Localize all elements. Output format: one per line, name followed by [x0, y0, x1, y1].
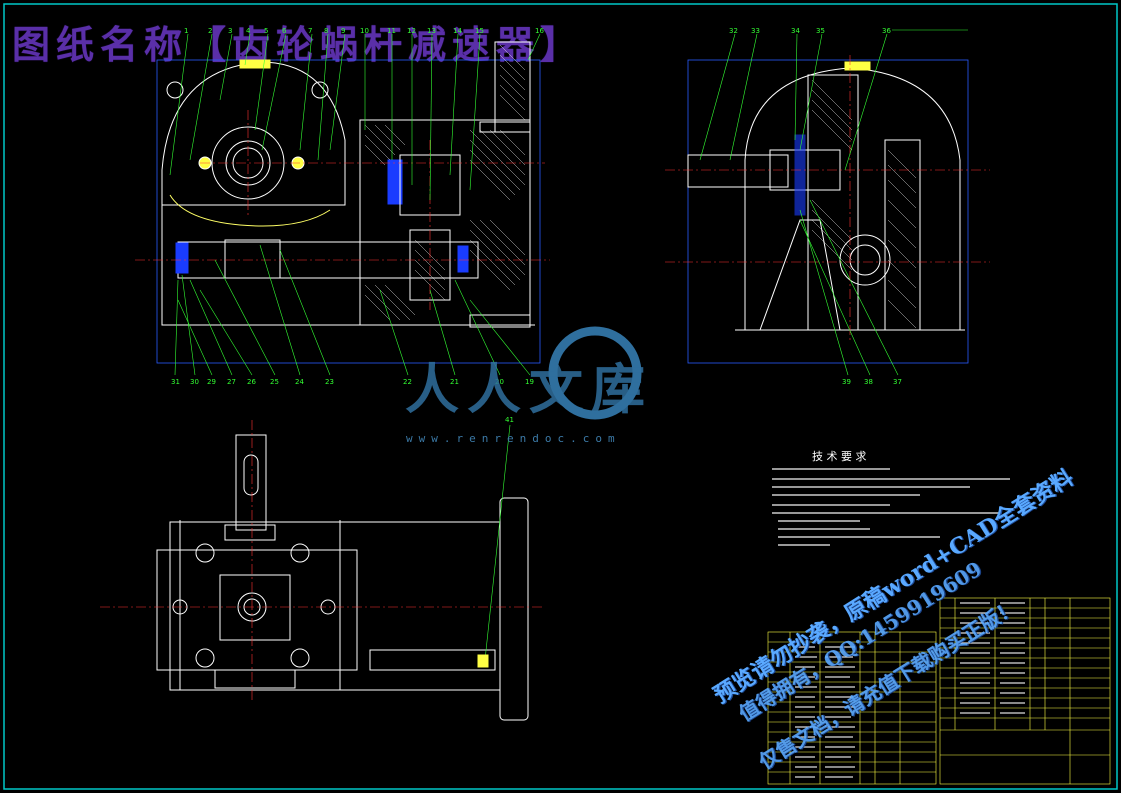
part-label-24: 24: [295, 378, 304, 386]
side-view: [687, 59, 969, 364]
part-label-7: 7: [308, 27, 312, 35]
part-label-29: 29: [207, 378, 216, 386]
part-label-13: 13: [427, 27, 436, 35]
front-section-view: [156, 41, 541, 364]
plan-view-highlight: [477, 654, 489, 668]
front-view-centerlines: [135, 110, 550, 310]
part-label-37: 37: [893, 378, 902, 386]
part-label-30: 30: [190, 378, 199, 386]
part-label-23: 23: [325, 378, 334, 386]
leader-lines-bottom: [174, 244, 531, 376]
part-label-6: 6: [282, 27, 287, 35]
side-view-hatch: [811, 79, 917, 329]
part-label-31: 31: [171, 378, 180, 386]
part-label-38: 38: [864, 378, 873, 386]
part-label-39: 39: [842, 378, 851, 386]
parts-list-right: [939, 597, 1111, 785]
part-label-21: 21: [450, 378, 459, 386]
part-label-34: 34: [791, 27, 800, 35]
technical-requirements-title: 技 术 要 求: [812, 450, 867, 463]
part-label-27: 27: [227, 378, 236, 386]
parts-list-text-marks: [795, 602, 1025, 778]
part-label-33: 33: [751, 27, 760, 35]
part-label-3: 3: [228, 27, 232, 35]
plan-view-leader: [484, 424, 511, 661]
part-label-15: 15: [475, 27, 484, 35]
technical-requirements-text-marks: [772, 468, 1010, 546]
part-label-41: 41: [505, 416, 514, 424]
part-label-26: 26: [247, 378, 256, 386]
side-view-centerlines: [665, 55, 990, 340]
part-label-12: 12: [407, 27, 416, 35]
watermark-logo-mark: [548, 326, 642, 420]
part-label-14: 14: [453, 27, 462, 35]
watermark-logo-text: 人人文库: [405, 357, 653, 421]
plan-view: [156, 434, 529, 721]
part-label-9: 9: [341, 27, 345, 35]
part-labels-front-bottom: 31 30 29 27 26 25 24 23 22 21 20 19: [171, 378, 534, 386]
drawing-border: [3, 3, 1118, 790]
part-label-19: 19: [525, 378, 534, 386]
part-label-25: 25: [270, 378, 279, 386]
part-label-35: 35: [816, 27, 825, 35]
part-label-4: 4: [246, 27, 251, 35]
leader-lines-top: [169, 33, 541, 201]
part-labels-side: 32 33 34 35 36 39 38 37: [729, 27, 902, 386]
watermark-url: www.renrendoc.com: [406, 432, 621, 445]
part-label-16: 16: [535, 27, 544, 35]
part-label-5: 5: [264, 27, 268, 35]
drawing-title: 图纸名称【齿轮蜗杆减速器】: [12, 22, 585, 67]
part-label-11: 11: [387, 27, 396, 35]
part-label-1: 1: [184, 27, 188, 35]
plan-view-centerlines: [100, 420, 545, 700]
part-label-32: 32: [729, 27, 738, 35]
part-label-8: 8: [324, 27, 328, 35]
part-label-22: 22: [403, 378, 412, 386]
side-view-leaders: [699, 29, 968, 376]
part-label-10: 10: [360, 27, 369, 35]
parts-list-left: [767, 631, 937, 785]
part-label-20: 20: [495, 378, 504, 386]
part-label-2: 2: [208, 27, 212, 35]
part-labels-front-top: 1 2 3 4 5 6 7 8 9 10 11 12 13 14 15 16: [184, 27, 544, 35]
part-label-36: 36: [882, 27, 891, 35]
